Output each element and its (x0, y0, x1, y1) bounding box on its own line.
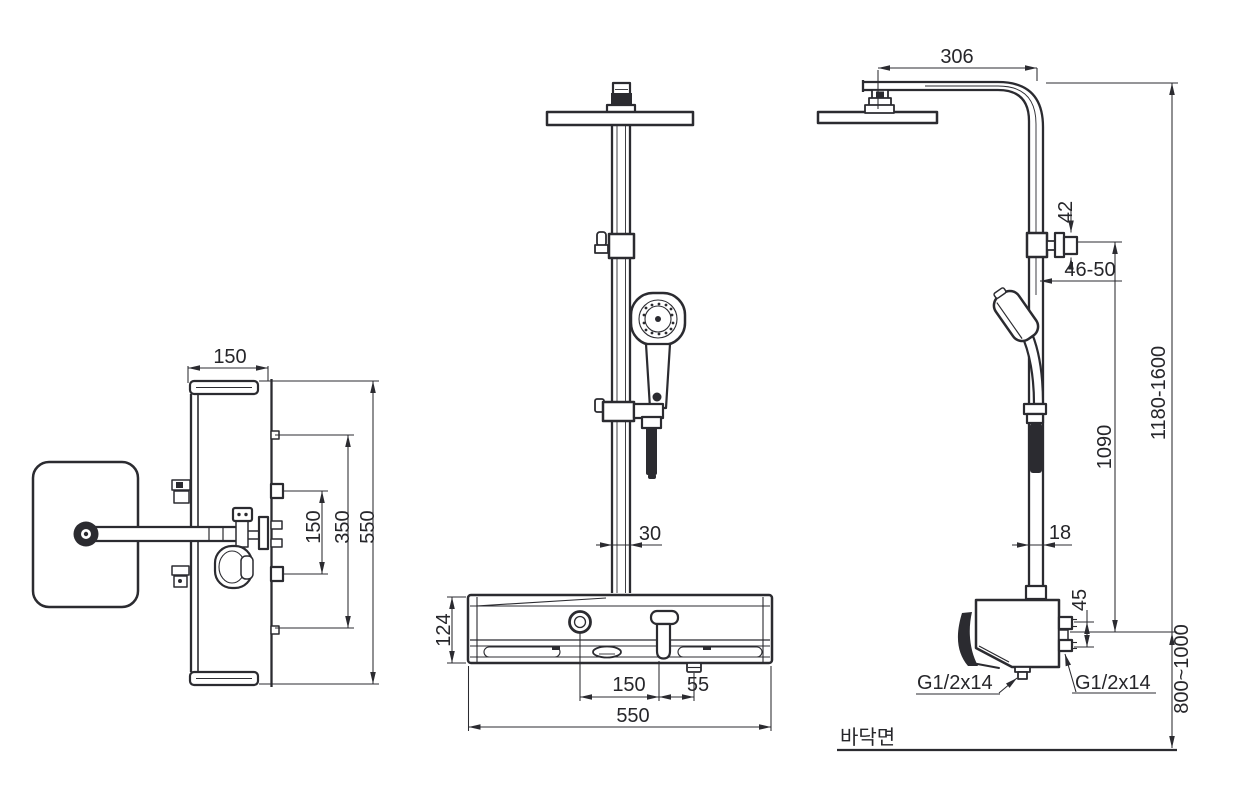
rain-head-side (816, 89, 939, 125)
slider-clamp-top (171, 479, 191, 504)
slider-clamp-bottom (171, 565, 190, 588)
ball-joint-top (73, 521, 99, 547)
top-view-dimensions: 150 150 350 550 (187, 346, 379, 685)
dim-outlet-height-label: 1090 (1094, 425, 1116, 470)
soap-dish (592, 645, 622, 659)
dim-outlet-offset-label: 55 (687, 674, 709, 696)
wall-anchor-bottom (269, 565, 285, 583)
top-view: 150 150 350 550 (31, 346, 379, 687)
hose-outlet-nub (686, 662, 702, 673)
wall-anchor-top (269, 482, 285, 500)
valve-lever (957, 612, 978, 666)
dim-panel-height-label: 124 (433, 613, 455, 646)
thread-bottom-label: G1/2x14 (917, 672, 993, 694)
dim-outlet-size-label: 45 (1069, 589, 1091, 611)
slider-bracket-front (594, 398, 665, 430)
dim-pipe-width-label: 30 (639, 523, 661, 545)
rain-head-front (545, 81, 695, 127)
dim-flange-label: 42 (1055, 201, 1077, 223)
dim-panel-width-label: 550 (616, 705, 649, 727)
dim-inlet-height-label: 800~1000 (1171, 624, 1193, 714)
slider-clamp-front (594, 231, 636, 260)
hand-shower-top (213, 506, 254, 590)
shower-hose-side (1030, 423, 1042, 473)
anchor-tick-bottom (270, 625, 280, 635)
dim-hole-spacing-label: 150 (303, 510, 325, 543)
temp-knob (568, 610, 592, 634)
dim-arm-reach-label: 306 (940, 46, 973, 68)
dim-control-spacing-label: 150 (612, 674, 645, 696)
riser-pipe-front (610, 125, 632, 593)
shower-arm-side (861, 80, 1045, 586)
hand-shower-side (992, 287, 1048, 473)
floor-label: 바닥면 (840, 726, 895, 749)
wall-supply-stub (1057, 615, 1077, 653)
thread-wall-label: G1/2x14 (1075, 672, 1151, 694)
shelf-panel (466, 593, 774, 673)
front-view: 30 124 150 55 550 (433, 81, 774, 731)
side-view-dimensions: 306 42 46-50 18 45 1090 1180-1600 800~1 (840, 46, 1193, 749)
hand-shower-front (629, 291, 687, 410)
dim-total-height-label: 1180-1600 (1148, 346, 1170, 440)
diverter-lever (649, 609, 680, 660)
dim-bracket-span-label: 350 (332, 510, 354, 543)
side-view: 306 42 46-50 18 45 1090 1180-1600 800~1 (816, 46, 1193, 752)
dim-wall-clearance-label: 46-50 (1064, 259, 1115, 281)
shower-hose-front (646, 427, 657, 479)
front-view-dimensions: 30 124 150 55 550 (433, 523, 772, 731)
dim-pipe-dia-label: 18 (1049, 522, 1071, 544)
dim-overall-label: 550 (357, 510, 379, 543)
wall-bracket-side (1025, 231, 1079, 259)
mixer-valve (957, 584, 1077, 680)
dim-depth-label: 150 (213, 346, 246, 368)
